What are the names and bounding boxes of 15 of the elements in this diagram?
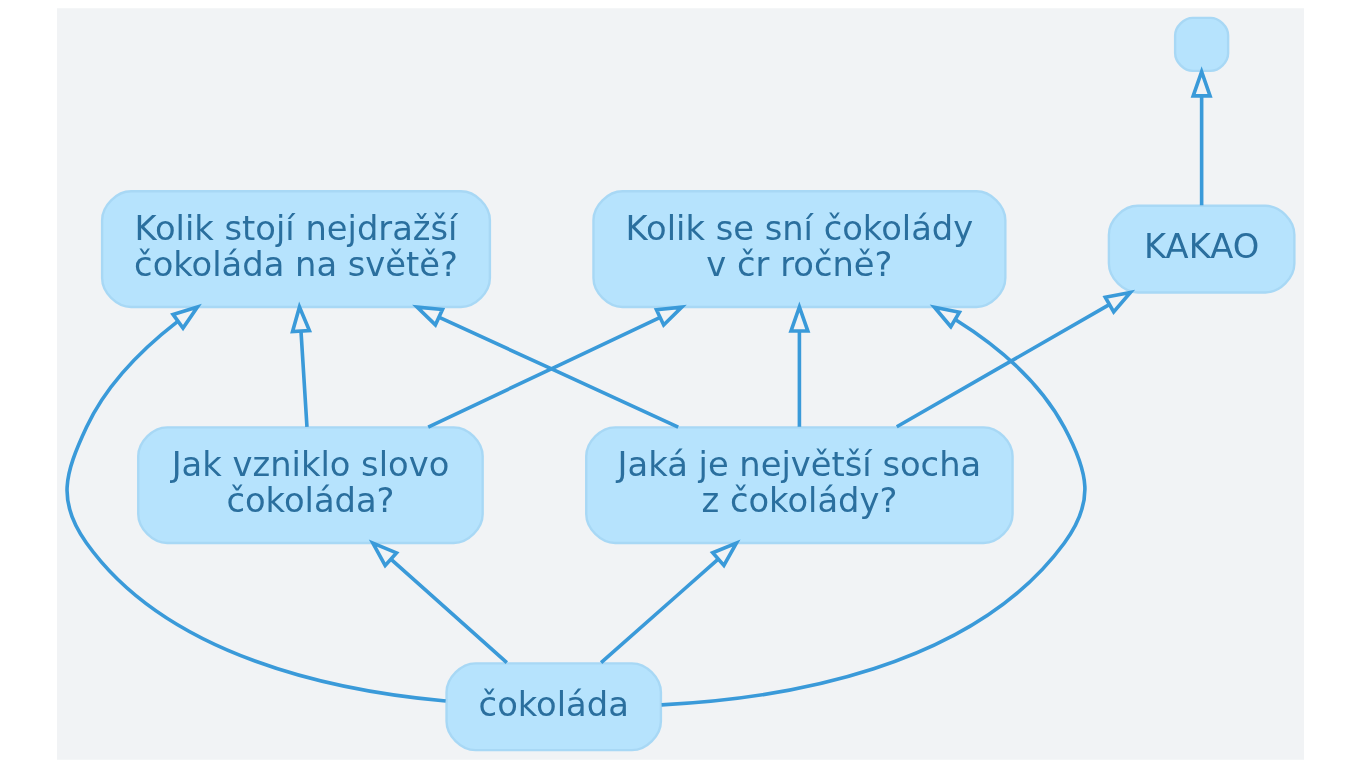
node-box: KAKAO	[1107, 204, 1296, 294]
arrow	[1190, 66, 1213, 206]
node-box: čokoláda	[444, 662, 662, 752]
arrow	[289, 301, 312, 427]
node-box: Kolik se sní čokolády v čr ročně?	[591, 190, 1007, 309]
node-box: Jaká je největší socha z čokolády?	[584, 426, 1014, 545]
arrow	[895, 289, 1135, 429]
node-box: Jak vzniklo slovo čokoláda?	[136, 426, 484, 545]
arrow	[787, 301, 810, 427]
node-box	[1173, 16, 1229, 73]
node-box: Kolik stojí nejdražší čokoláda na světě?	[100, 190, 491, 309]
arrow	[368, 539, 508, 664]
arrow	[661, 304, 1087, 707]
arrow	[599, 539, 740, 664]
arrow	[64, 303, 446, 703]
